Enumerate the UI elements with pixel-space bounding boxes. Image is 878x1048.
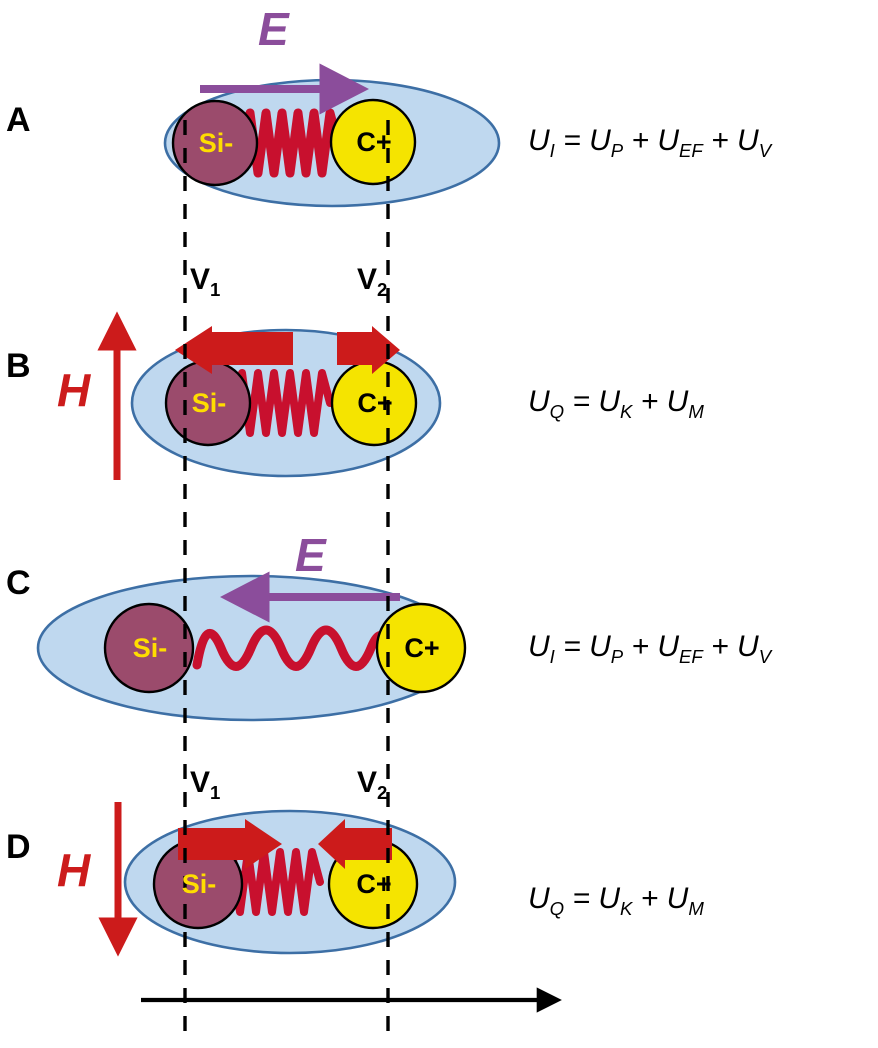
panel-c-equation: UI = UP + UEF + UV [528, 632, 771, 667]
eq-t3-sub: V [758, 646, 772, 667]
panel-d-velocity-label-v2: V2 [357, 768, 387, 803]
panel-a-efield-symbol: E [258, 3, 289, 55]
velocity-v2-sub: 2 [377, 279, 388, 300]
panel-d-equation: UQ = UK + UM [528, 884, 704, 919]
eq-t2: U [657, 124, 680, 157]
panel-c-bond-spring [192, 625, 399, 671]
eq-t1: U [589, 630, 611, 663]
velocity-v1-sub: 1 [210, 782, 221, 803]
panel-c-c-ion [375, 602, 467, 694]
panel-b-equation: UQ = UK + UM [528, 387, 704, 422]
panel-d-velocity-label-v1: V1 [190, 768, 220, 803]
panel-d-group [98, 802, 457, 957]
panel-b-velocity-label-v2: V2 [357, 265, 387, 300]
panel-b-si-label: Si- [191, 388, 227, 418]
eq-lhs: U [528, 124, 550, 157]
panel-letter-a: A [6, 101, 31, 139]
panel-b-force-arrow-right [337, 326, 400, 374]
panel-b-bond-spring [234, 369, 334, 437]
eq-lhs: U [528, 882, 550, 915]
eq-lhs: U [528, 385, 550, 418]
panel-a-si-ion [171, 99, 259, 187]
panel-b-c-label: C+ [357, 388, 393, 418]
velocity-v1-sub: 1 [210, 279, 221, 300]
eq-plus-1: + [631, 124, 650, 157]
eq-plus-2: + [711, 630, 729, 663]
eq-t2-sub: EF [679, 140, 703, 161]
eq-t1-sub: P [610, 140, 624, 161]
eq-lhs: U [528, 630, 550, 663]
eq-t1-sub: P [610, 646, 624, 667]
eq-t3-sub: V [758, 140, 772, 161]
eq-lhs-sub: I [549, 646, 555, 667]
eq-t2-sub: M [688, 401, 704, 422]
eq-t2-sub: EF [679, 646, 703, 667]
eq-t1-sub: K [620, 898, 633, 919]
panel-a-group [163, 63, 501, 208]
panel-d-force-arrow-left [178, 819, 282, 869]
eq-equals: = [563, 124, 581, 157]
eq-equals: = [572, 882, 591, 915]
panel-b-group [97, 311, 442, 480]
panel-d-bond-spring [224, 848, 324, 916]
eq-plus-1: + [631, 630, 650, 663]
panel-a-c-label: C+ [356, 127, 392, 157]
eq-t1: U [598, 385, 621, 418]
panel-c-si-ion [103, 602, 195, 694]
panel-c-efield-symbol: E [295, 529, 326, 581]
velocity-v2-text: V [357, 263, 378, 296]
eq-lhs-sub: I [549, 140, 555, 161]
panel-c-si-label: Si- [132, 633, 168, 663]
eq-t1: U [598, 882, 621, 915]
velocity-v1-text: V [190, 766, 211, 799]
panel-letter-b: B [6, 347, 31, 385]
velocity-v1-text: V [190, 263, 211, 296]
panel-b-hfield-symbol: H [57, 364, 91, 416]
eq-t1-sub: K [620, 401, 633, 422]
panel-a-c-ion [329, 98, 417, 186]
panel-d-si-label: Si- [181, 869, 217, 899]
panel-d-force-arrow-right [318, 819, 392, 869]
eq-lhs-sub: Q [549, 898, 565, 919]
eq-plus-2: + [711, 124, 729, 157]
eq-plus-1: + [640, 882, 659, 915]
eq-t2: U [657, 630, 680, 663]
velocity-v2-text: V [357, 766, 378, 799]
eq-t3: U [737, 124, 759, 157]
panel-a-equation: UI = UP + UEF + UV [528, 126, 771, 161]
eq-t2: U [666, 882, 689, 915]
panel-c-c-label: C+ [404, 633, 440, 663]
panel-c-group [36, 571, 467, 722]
eq-t2-sub: M [688, 898, 704, 919]
eq-t1: U [589, 124, 611, 157]
eq-lhs-sub: Q [549, 401, 565, 422]
panel-a-bond-spring [241, 108, 343, 178]
eq-plus-1: + [640, 385, 659, 418]
velocity-v2-sub: 2 [377, 782, 388, 803]
panel-b-force-arrow-left [175, 326, 293, 374]
eq-t2: U [666, 385, 689, 418]
panel-a-si-label: Si- [198, 128, 234, 158]
panel-d-hfield-symbol: H [57, 844, 91, 896]
panel-d-c-label: C+ [356, 869, 392, 899]
panel-letter-d: D [6, 828, 31, 866]
eq-t3: U [737, 630, 759, 663]
eq-equals: = [572, 385, 591, 418]
panel-b-velocity-label-v1: V1 [190, 265, 220, 300]
panel-letter-c: C [6, 564, 31, 602]
eq-equals: = [563, 630, 581, 663]
